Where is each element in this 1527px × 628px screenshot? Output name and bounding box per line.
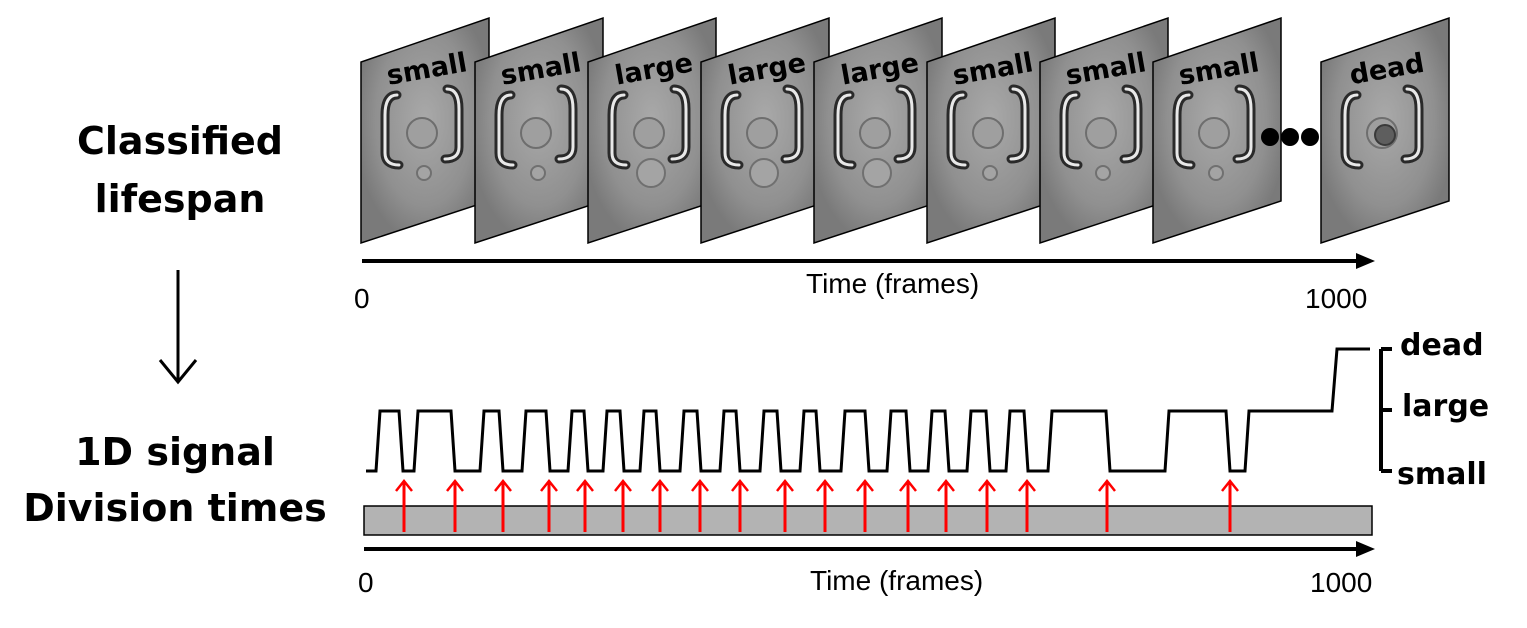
bottom-axis-start: 0 — [358, 567, 374, 598]
division-arrow-icon — [937, 478, 955, 532]
level-large-label: large — [1402, 389, 1490, 424]
frame-8: small — [1152, 16, 1282, 245]
level-small-label: small — [1397, 457, 1487, 492]
frame-4: large — [700, 16, 830, 245]
frame-2: small — [474, 16, 604, 245]
division-arrow-icon — [395, 478, 413, 532]
frame-1: small — [360, 16, 490, 245]
division-arrow-icon — [446, 478, 464, 532]
down-arrow-icon — [158, 270, 198, 385]
frame-5: large — [813, 16, 943, 245]
division-arrow-icon — [978, 478, 996, 532]
signal-trace — [366, 347, 1370, 473]
signal-label-line1: 1D signal — [75, 430, 275, 474]
division-arrow-icon — [540, 478, 558, 532]
level-dead-label: dead — [1400, 328, 1484, 363]
bottom-time-axis — [364, 541, 1375, 557]
top-axis-end: 1000 — [1305, 283, 1368, 314]
division-arrow-icon — [731, 478, 749, 532]
division-arrow-icon — [899, 478, 917, 532]
frame-3: large — [587, 16, 717, 245]
division-arrow-icon — [856, 478, 874, 532]
division-times-label: 1D signal Division times — [10, 424, 340, 536]
classified-lifespan-label: Classified lifespan — [40, 112, 320, 228]
signal-label-line2: Division times — [23, 486, 327, 530]
division-arrows — [395, 478, 1239, 532]
division-arrow-icon — [816, 478, 834, 532]
bottom-axis-title: Time (frames) — [810, 565, 984, 596]
division-arrow-icon — [614, 478, 632, 532]
bottom-axis-end: 1000 — [1310, 567, 1373, 598]
classified-lifespan-line2: lifespan — [94, 177, 266, 221]
classified-lifespan-line1: Classified — [77, 119, 283, 163]
division-arrow-icon — [1221, 478, 1239, 532]
top-time-axis — [362, 253, 1375, 269]
top-axis-title: Time (frames) — [806, 268, 980, 299]
division-arrow-icon — [1018, 478, 1036, 532]
division-arrow-icon — [691, 478, 709, 532]
division-arrow-icon — [494, 478, 512, 532]
frame-9: dead — [1320, 16, 1450, 245]
ellipsis-icon — [1261, 128, 1319, 146]
division-arrow-icon — [651, 478, 669, 532]
top-axis-start: 0 — [354, 283, 370, 314]
division-arrow-icon — [576, 478, 594, 532]
frame-6: small — [926, 16, 1056, 245]
level-scale-bracket — [1379, 347, 1392, 473]
division-arrow-icon — [1098, 478, 1116, 532]
timeline-bar — [363, 505, 1373, 536]
frame-7: small — [1039, 16, 1169, 245]
division-arrow-icon — [776, 478, 794, 532]
